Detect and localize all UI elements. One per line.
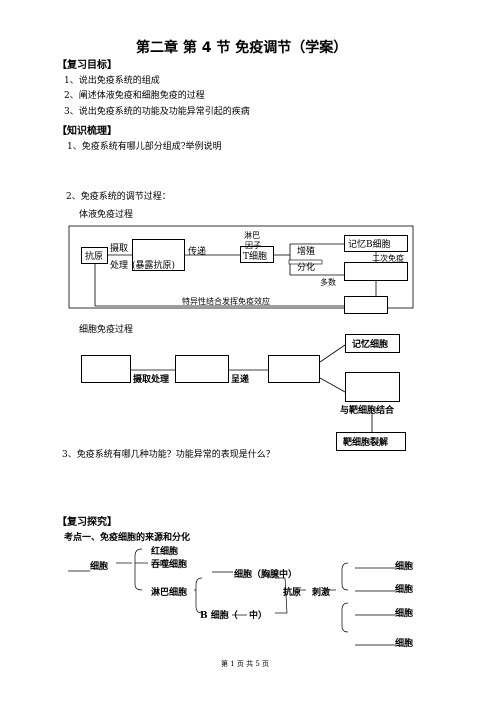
plasma-cell-box bbox=[344, 262, 408, 281]
proliferate-label: 增殖 bbox=[297, 247, 316, 257]
cellular-label: 细胞免疫过程 bbox=[79, 325, 134, 335]
antibody-box bbox=[344, 296, 388, 314]
target-lysis-label: 靶细胞裂解 bbox=[343, 438, 389, 448]
effector-t-box bbox=[345, 372, 400, 402]
humoral-label: 体液免疫过程 bbox=[79, 210, 134, 220]
uptake-label: 摄取 bbox=[110, 244, 129, 254]
review-goals-heading: 【复习目标】 bbox=[57, 60, 117, 71]
antigen-tree-label: 抗原 bbox=[283, 588, 302, 598]
outcome-cell-1: 细胞 bbox=[395, 562, 414, 572]
antigen-box bbox=[81, 247, 108, 264]
lymphokine-label: 因子 bbox=[245, 241, 261, 250]
rbc-label: 红细胞 bbox=[151, 547, 179, 557]
memory-cell-box bbox=[345, 334, 400, 353]
process-label: 处理 bbox=[110, 261, 129, 271]
differentiate-label: 分化 bbox=[297, 263, 316, 273]
exposed-antigen-label: (暴露抗原) bbox=[132, 261, 176, 271]
memory-cell-label: 记忆细胞 bbox=[352, 340, 389, 350]
memory-b-box bbox=[344, 235, 408, 252]
topic-1-title: 考点一、免疫细胞的来源和分化 bbox=[64, 533, 191, 543]
t-cell-cellular-box bbox=[268, 355, 320, 383]
b-cell-suffix: 中） bbox=[249, 611, 268, 621]
uptake-process-label: 摄取处理 bbox=[133, 375, 170, 385]
apc-box bbox=[132, 239, 185, 271]
bind-target-label: 与靶细胞结合 bbox=[340, 406, 395, 416]
antigen-label: 抗原 bbox=[85, 252, 104, 262]
outcome-cell-2: 细胞 bbox=[395, 585, 414, 595]
page-footer: 第 1 页 共 5 页 bbox=[221, 660, 270, 668]
specific-binding-label: 特异性结合发挥免疫效应 bbox=[182, 297, 270, 306]
page-title: 第二章 第 4 节 免疫调节（学案） bbox=[136, 40, 348, 56]
cellular-antigen-box bbox=[81, 355, 131, 383]
question-2: 2、免疫系统的调节过程： bbox=[66, 192, 171, 202]
tree-root-label: 细胞 bbox=[90, 562, 109, 572]
stimulate-label: 刺激 bbox=[312, 588, 331, 598]
goal-item: 3、说出免疫系统的功能及功能异常引起的疾病 bbox=[64, 107, 250, 117]
lymphocyte-label: 淋巴细胞 bbox=[151, 588, 188, 598]
outcome-cell-3: 细胞 bbox=[395, 609, 414, 619]
t-cell-box bbox=[240, 246, 274, 263]
phagocyte-label: 吞噬细胞 bbox=[151, 560, 188, 570]
question-3: 3、免疫系统有哪几种功能？功能异常的表现是什么？ bbox=[62, 450, 275, 460]
lymphokine-label: 淋巴 bbox=[244, 231, 260, 240]
b-cell-prefix: B 细胞（ bbox=[200, 611, 238, 621]
t-cell-label: T细胞 bbox=[243, 252, 268, 262]
majority-label: 多数 bbox=[320, 278, 336, 287]
outcome-cell-4: 细胞 bbox=[395, 639, 414, 649]
knowledge-heading: 【知识梳理】 bbox=[57, 126, 117, 137]
present-label: 呈递 bbox=[231, 375, 250, 385]
transmit-label: 传递 bbox=[188, 247, 207, 257]
apc-cell-box bbox=[175, 355, 229, 383]
t-cell-thymus-label: 细胞（胸腺中） bbox=[234, 570, 298, 580]
memory-b-label: 记忆B细胞 bbox=[348, 240, 391, 250]
goal-item: 2、阐述体液免疫和细胞免疫的过程 bbox=[64, 91, 205, 101]
goal-item: 1、说出免疫系统的组成 bbox=[64, 76, 160, 86]
second-immunity-label: 二次免疫 bbox=[372, 254, 404, 263]
question-1: 1、免疫系统有哪儿部分组成?举例说明 bbox=[67, 142, 222, 152]
explore-heading: 【复习探究】 bbox=[57, 517, 117, 528]
target-lysis-box bbox=[336, 432, 406, 451]
